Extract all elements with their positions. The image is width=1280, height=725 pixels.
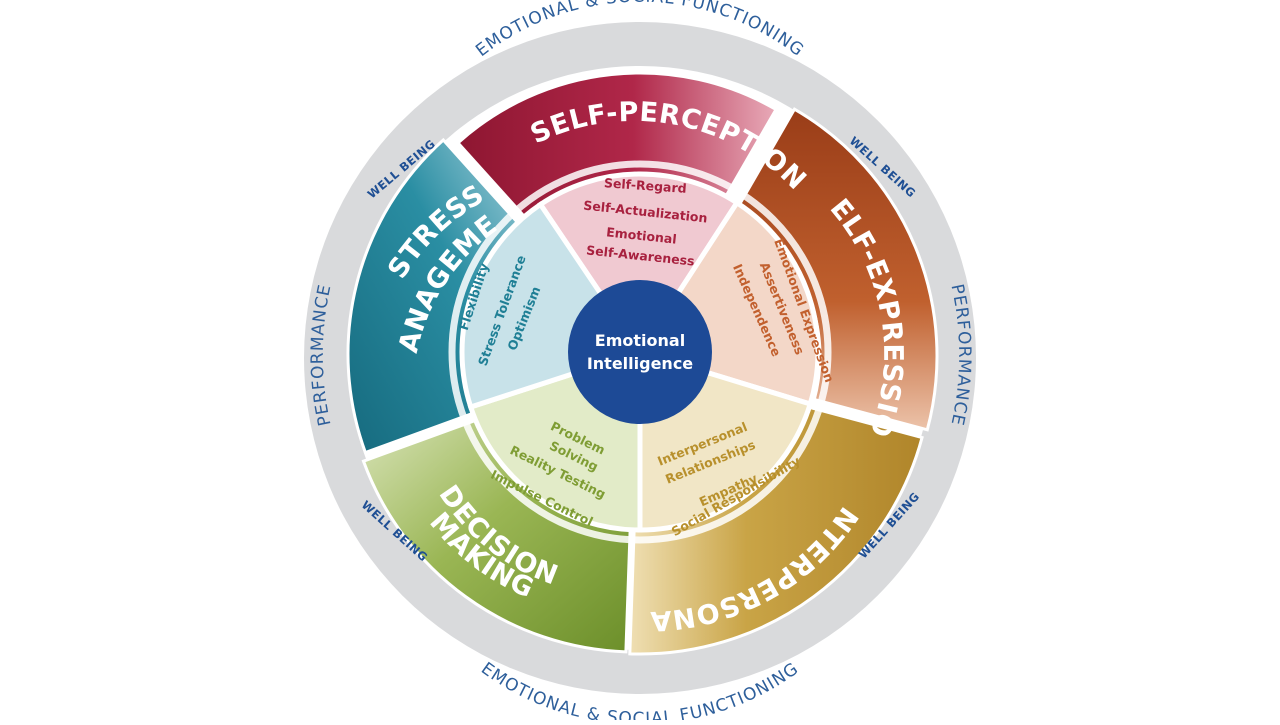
sector-inner-self-perception (536, 171, 741, 357)
subscale-self-regard: Self-Regard (604, 175, 688, 196)
subscale-emotional: Emotional (606, 224, 678, 246)
inner-separator-ring (448, 160, 832, 544)
center-circle (568, 280, 712, 424)
center-label-line2: Intelligence (587, 354, 693, 373)
center-label-line1: Emotional (595, 331, 685, 350)
